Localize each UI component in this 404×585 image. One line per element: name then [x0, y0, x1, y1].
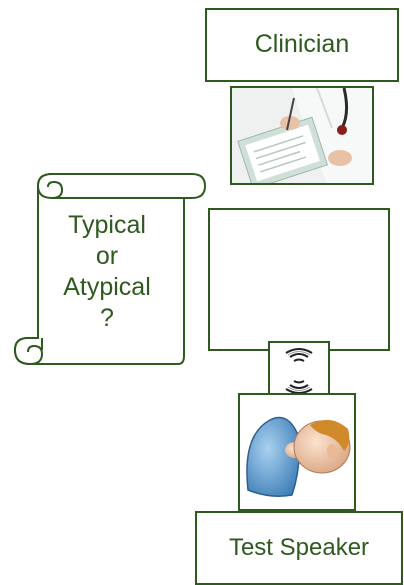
clinician-box: Clinician: [205, 8, 399, 82]
question-line-1: Typical: [68, 211, 146, 239]
question-line-4: ?: [100, 304, 114, 332]
clinician-photo: [230, 86, 374, 185]
test-speaker-label: Test Speaker: [228, 534, 370, 561]
sound-wave-icon: [285, 348, 313, 394]
question-line-3: Atypical: [63, 273, 151, 301]
clinician-clipboard-illustration: [232, 88, 372, 183]
test-speaker-box: Test Speaker: [195, 511, 403, 585]
speaker-avatar-box: [238, 393, 356, 511]
sound-wave-box: [268, 341, 330, 401]
speaker-person-icon: [246, 416, 351, 497]
question-text: Typical or Atypical ?: [40, 210, 174, 334]
audio-waveform-icon: [223, 267, 377, 303]
scroll-icon: [13, 173, 207, 366]
clinician-label: Clinician: [254, 30, 350, 58]
audio-waveform-box: [208, 208, 390, 351]
question-line-2: or: [95, 242, 119, 270]
